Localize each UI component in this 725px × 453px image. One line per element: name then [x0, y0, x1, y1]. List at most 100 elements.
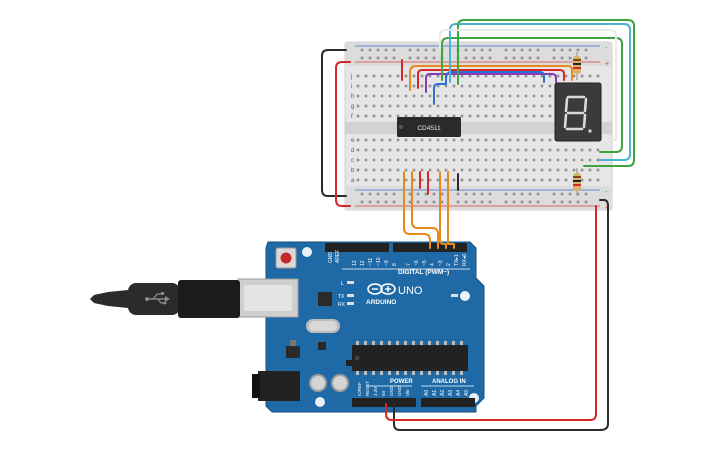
breadboard-hole[interactable]: [588, 148, 592, 152]
breadboard-hole[interactable]: [500, 148, 504, 152]
breadboard-hole[interactable]: [428, 74, 432, 78]
breadboard-hole[interactable]: [508, 158, 512, 162]
breadboard-hole[interactable]: [460, 94, 464, 98]
breadboard-hole[interactable]: [356, 148, 360, 152]
breadboard-hole[interactable]: [372, 158, 376, 162]
breadboard-hole[interactable]: [516, 84, 520, 88]
rail-hole[interactable]: [520, 200, 524, 204]
breadboard-hole[interactable]: [388, 158, 392, 162]
breadboard-hole[interactable]: [404, 94, 408, 98]
breadboard-hole[interactable]: [532, 138, 536, 142]
reset-button[interactable]: [275, 247, 297, 269]
breadboard-hole[interactable]: [500, 114, 504, 118]
rail-hole[interactable]: [416, 192, 420, 196]
breadboard-hole[interactable]: [524, 178, 528, 182]
breadboard-hole[interactable]: [548, 74, 552, 78]
rail-hole[interactable]: [520, 56, 524, 60]
breadboard-hole[interactable]: [428, 178, 432, 182]
breadboard-hole[interactable]: [580, 148, 584, 152]
breadboard-hole[interactable]: [364, 104, 368, 108]
breadboard-hole[interactable]: [356, 84, 360, 88]
breadboard-hole[interactable]: [372, 178, 376, 182]
breadboard-hole[interactable]: [380, 94, 384, 98]
breadboard-hole[interactable]: [412, 138, 416, 142]
breadboard-hole[interactable]: [428, 158, 432, 162]
rail-hole[interactable]: [552, 56, 556, 60]
breadboard-hole[interactable]: [540, 178, 544, 182]
breadboard-hole[interactable]: [564, 148, 568, 152]
breadboard-hole[interactable]: [452, 158, 456, 162]
breadboard-hole[interactable]: [380, 148, 384, 152]
breadboard-hole[interactable]: [396, 84, 400, 88]
breadboard-hole[interactable]: [548, 138, 552, 142]
breadboard-hole[interactable]: [364, 74, 368, 78]
breadboard-hole[interactable]: [540, 114, 544, 118]
rail-hole[interactable]: [368, 192, 372, 196]
rail-hole[interactable]: [480, 56, 484, 60]
breadboard-hole[interactable]: [444, 138, 448, 142]
rail-hole[interactable]: [528, 48, 532, 52]
breadboard-hole[interactable]: [476, 168, 480, 172]
breadboard-hole[interactable]: [476, 94, 480, 98]
breadboard-hole[interactable]: [452, 114, 456, 118]
breadboard-hole[interactable]: [396, 158, 400, 162]
breadboard-hole[interactable]: [516, 104, 520, 108]
breadboard-hole[interactable]: [492, 84, 496, 88]
rail-hole[interactable]: [584, 56, 588, 60]
cd4511-chip[interactable]: CD4511: [397, 117, 461, 137]
rail-hole[interactable]: [408, 48, 412, 52]
breadboard-hole[interactable]: [572, 168, 576, 172]
breadboard-hole[interactable]: [548, 94, 552, 98]
rail-hole[interactable]: [368, 200, 372, 204]
breadboard-hole[interactable]: [412, 168, 416, 172]
breadboard-hole[interactable]: [420, 168, 424, 172]
rail-hole[interactable]: [552, 192, 556, 196]
rail-hole[interactable]: [424, 56, 428, 60]
breadboard-hole[interactable]: [540, 168, 544, 172]
breadboard-hole[interactable]: [412, 178, 416, 182]
breadboard-hole[interactable]: [452, 94, 456, 98]
breadboard-hole[interactable]: [532, 148, 536, 152]
breadboard-hole[interactable]: [516, 138, 520, 142]
breadboard-hole[interactable]: [428, 148, 432, 152]
breadboard-hole[interactable]: [452, 148, 456, 152]
breadboard-hole[interactable]: [396, 178, 400, 182]
breadboard-hole[interactable]: [364, 138, 368, 142]
breadboard-hole[interactable]: [388, 114, 392, 118]
breadboard-hole[interactable]: [508, 84, 512, 88]
breadboard-hole[interactable]: [420, 178, 424, 182]
breadboard-hole[interactable]: [404, 178, 408, 182]
rail-hole[interactable]: [552, 200, 556, 204]
breadboard-hole[interactable]: [364, 114, 368, 118]
breadboard-hole[interactable]: [388, 178, 392, 182]
breadboard-hole[interactable]: [420, 94, 424, 98]
rail-hole[interactable]: [416, 48, 420, 52]
breadboard-hole[interactable]: [428, 114, 432, 118]
breadboard-hole[interactable]: [532, 168, 536, 172]
breadboard-hole[interactable]: [436, 114, 440, 118]
breadboard-hole[interactable]: [516, 168, 520, 172]
rail-hole[interactable]: [576, 48, 580, 52]
rail-hole[interactable]: [568, 56, 572, 60]
breadboard-hole[interactable]: [532, 104, 536, 108]
breadboard-hole[interactable]: [396, 138, 400, 142]
wire-black-gnd[interactable]: [393, 199, 609, 431]
rail-hole[interactable]: [360, 56, 364, 60]
breadboard-hole[interactable]: [388, 104, 392, 108]
breadboard-hole[interactable]: [540, 84, 544, 88]
breadboard-hole[interactable]: [596, 158, 600, 162]
breadboard-hole[interactable]: [372, 148, 376, 152]
breadboard-hole[interactable]: [444, 148, 448, 152]
breadboard-hole[interactable]: [492, 114, 496, 118]
breadboard-hole[interactable]: [356, 138, 360, 142]
breadboard-hole[interactable]: [428, 104, 432, 108]
breadboard-hole[interactable]: [540, 158, 544, 162]
rail-hole[interactable]: [424, 192, 428, 196]
rail-hole[interactable]: [576, 200, 580, 204]
breadboard-hole[interactable]: [492, 168, 496, 172]
rail-hole[interactable]: [464, 192, 468, 196]
breadboard-hole[interactable]: [436, 148, 440, 152]
breadboard-hole[interactable]: [420, 114, 424, 118]
breadboard-hole[interactable]: [436, 94, 440, 98]
breadboard-hole[interactable]: [444, 84, 448, 88]
